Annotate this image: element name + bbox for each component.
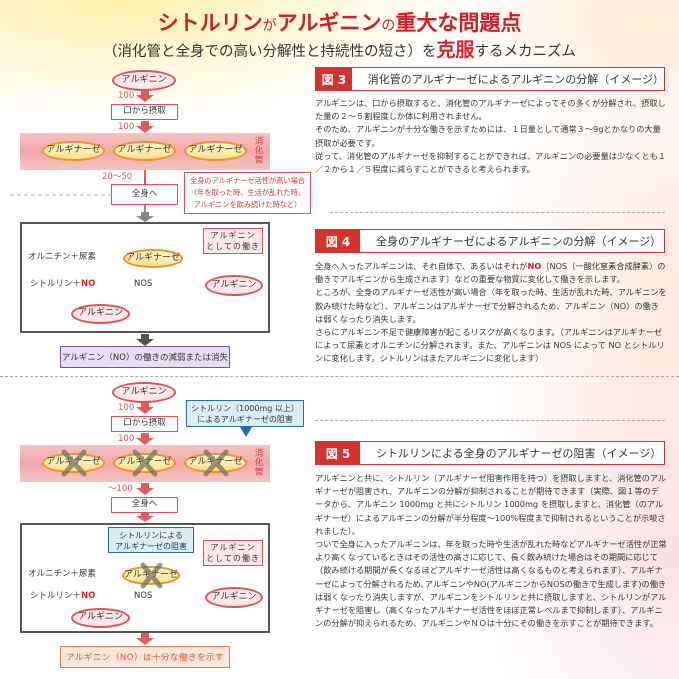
figure-5-header: 図 5 シトルリンによる全身のアルギナーゼの阻害（イメージ） xyxy=(315,441,665,465)
title-citrulline: シトルリン xyxy=(157,11,263,35)
callout-line: （年を取った時、生活が乱れた時、 xyxy=(189,188,305,197)
figure-title: シトルリンによる全身のアルギナーゼの阻害（イメージ） xyxy=(376,447,662,460)
role-line: としての働き xyxy=(206,242,260,251)
main-title: シトルリンがアルギニンの重大な問題点 xyxy=(0,9,679,37)
amount-label: 100 xyxy=(118,403,135,413)
figure-4-text: 全身へ入ったアルギニンは、それ自体で、あるいはそれがNO〔NOS（一酸化窒素合成… xyxy=(315,260,667,366)
callout-line: によるアルギナーゼの阻害 xyxy=(197,415,293,424)
to-body-box: 全身へ xyxy=(111,497,178,513)
text: 〔NOS（一酸化窒素合成酵素）の働きでアルギニンから生成されます〕などの重要な物… xyxy=(315,261,666,285)
divider xyxy=(330,212,665,213)
result-sufficient: アルギニン（NO）は十分な働きを示す xyxy=(60,646,230,668)
inhibit-line: シトルリンによる xyxy=(119,531,183,540)
figure-3-text: アルギニンは、口から摂取すると、消化管のアルギナーゼによってその多くが分解され、… xyxy=(315,97,667,176)
amount-label: ～100 xyxy=(108,484,133,494)
arginine-oval: アルギニン xyxy=(71,608,130,628)
paragraph: 従って、消化管のアルギナーゼを抑制することができれば、アルギニンの必要量は少なく… xyxy=(315,150,667,175)
no-highlight: NO xyxy=(527,261,542,271)
subtitle-part3: するメカニズム xyxy=(474,44,577,60)
role-line: としての働き xyxy=(206,554,260,563)
intake-box: 口から摂取 xyxy=(111,104,178,120)
amount-label: 100 xyxy=(118,122,135,132)
inhibit-line: アルギナーゼの阻害 xyxy=(115,542,187,551)
paragraph: アルギニンは、口から摂取すると、消化管のアルギナーゼによってその多くが分解され、… xyxy=(315,98,666,122)
to-body-box: 全身へ xyxy=(111,184,178,205)
arginine-oval: アルギニン xyxy=(71,304,130,324)
citrulline-text: シトルリン＋ xyxy=(30,279,82,289)
paragraph: さらにアルギニン不足で健康障害が起こるリスクが高くなります。（アルギニンはアルギ… xyxy=(315,327,665,364)
title-arginine: アルギニン xyxy=(276,11,382,35)
figure-title: 消化管のアルギナーゼによるアルギニンの分解（イメージ） xyxy=(367,73,664,86)
arginase-oval: アルギナーゼ xyxy=(123,249,183,268)
title-ga: が xyxy=(262,18,277,34)
amount-label: 100 xyxy=(118,91,135,101)
paragraph: ついで全身に入ったアルギニンは、年を取った時や生活が乱れた時などアルギナーゼ活性… xyxy=(315,539,667,629)
figure-label: 図 4 xyxy=(316,230,360,252)
paragraph: 全身へ入ったアルギニンは、それ自体で、あるいはそれがNO〔NOS（一酸化窒素合成… xyxy=(315,260,667,286)
arginase-oval: アルギナーゼ xyxy=(113,141,176,161)
arginine-oval-start: アルギニン xyxy=(112,382,176,403)
subtitle: （消化管と全身での高い分解性と持続性の短さ）を克服するメカニズム xyxy=(0,38,679,62)
ornithine-urea-label: オルニチン＋尿素 xyxy=(28,569,97,579)
ornithine-urea-label: オルニチン＋尿素 xyxy=(28,252,97,262)
arginine-oval: アルギニン xyxy=(205,587,263,608)
citrulline-no-label: シトルリン＋NO xyxy=(30,279,95,290)
section-divider xyxy=(0,376,679,377)
high-arginase-callout: 全身のアルギナーゼ活性が高い場合 （年を取った時、生活が乱れた時、アルギニンを飲み… xyxy=(184,172,311,214)
cross-icon xyxy=(140,562,163,589)
figure-label: 図 5 xyxy=(316,442,360,464)
citrulline-no-label: シトルリン＋NO xyxy=(30,591,95,602)
arginine-role-box: アルギニンとしての働き xyxy=(203,540,263,566)
cross-icon xyxy=(132,449,158,477)
citrulline-text: シトルリン＋ xyxy=(30,591,82,601)
figure-3-header: 図 3 消化管のアルギナーゼによるアルギニンの分解（イメージ） xyxy=(315,67,665,91)
amount-label: 100 xyxy=(118,434,135,444)
subtitle-overcome: 克服 xyxy=(436,39,475,61)
amount-label: 20～50 xyxy=(102,172,133,182)
no-text: NO xyxy=(81,279,96,289)
figure-5-text: アルギニンと共に、シトルリン（アルギナーゼ阻害作用を持つ）を摂取しますと、消化管… xyxy=(315,472,667,630)
arginase-oval: アルギナーゼ xyxy=(184,141,247,161)
paragraph: アルギニンと共に、シトルリン（アルギナーゼ阻害作用を持つ）を摂取しますと、消化管… xyxy=(315,473,667,536)
callout-line: 全身のアルギナーゼ活性が高い場合 xyxy=(190,176,305,185)
role-line: アルギニン xyxy=(210,231,256,240)
role-line: アルギニン xyxy=(210,543,256,552)
arginase-oval: アルギナーゼ xyxy=(42,141,105,161)
figure-title: 全身のアルギナーゼによるアルギニンの分解（イメージ） xyxy=(376,235,662,248)
nos-label: NOS xyxy=(134,279,153,289)
nos-label: NOS xyxy=(134,591,153,601)
cross-icon xyxy=(61,449,87,477)
paragraph: そのため、アルギニンが十分な働きを示すためには、１日量として通常３～9gとかなり… xyxy=(315,124,661,148)
citrulline-inhibition-box: シトルリンによるアルギナーゼの阻害 xyxy=(108,527,194,553)
arginine-role-box: アルギニンとしての働き xyxy=(203,228,263,254)
paragraph: ところが、全身のアルギナーゼ活性が高い場合（年を取った時、生活が乱れた時、アルギ… xyxy=(315,287,667,324)
title-problem: 重大な問題点 xyxy=(395,11,522,35)
arginine-oval: アルギニン xyxy=(205,275,263,296)
figure-label: 図 3 xyxy=(316,68,352,90)
intake-box: 口から摂取 xyxy=(111,416,178,432)
subtitle-part1: （消化管と全身での高い分解性と持続性の短さ）を xyxy=(102,44,437,60)
divider xyxy=(315,420,665,421)
callout-line: シトルリン（1000mg 以上） xyxy=(191,404,299,413)
cross-icon xyxy=(203,449,229,477)
gut-label: 消化管 xyxy=(253,448,263,477)
title-no: の xyxy=(381,18,396,34)
gut-label: 消化管 xyxy=(253,136,263,165)
result-weakened: アルギニン（NO）の働きの減弱または消失 xyxy=(60,346,230,368)
figure-4-header: 図 4 全身のアルギナーゼによるアルギニンの分解（イメージ） xyxy=(315,229,665,253)
text: 全身へ入ったアルギニンは、それ自体で、あるいはそれが xyxy=(315,261,528,271)
arginine-oval-start: アルギニン xyxy=(112,70,176,91)
callout-line: アルギニンを飲み続けた時など） xyxy=(193,200,302,209)
no-text: NO xyxy=(81,591,96,601)
citrulline-inhibition-callout: シトルリン（1000mg 以上） によるアルギナーゼの阻害 xyxy=(186,400,304,427)
